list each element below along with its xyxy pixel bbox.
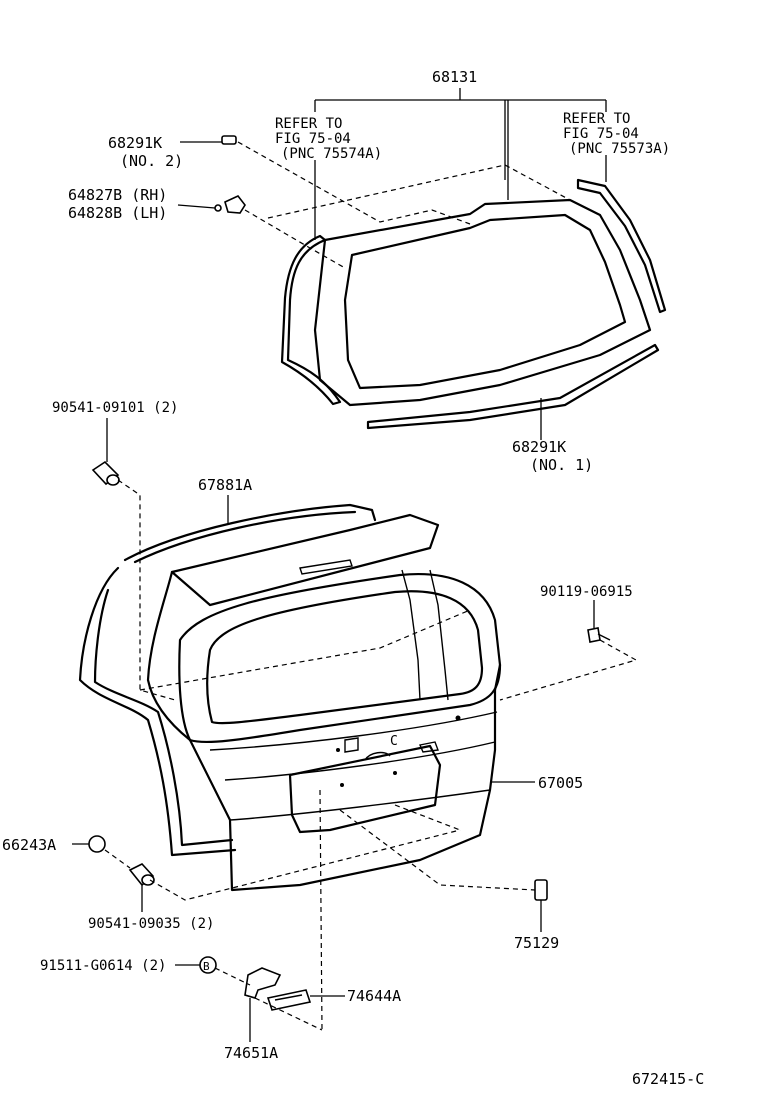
label-weatherstrip: 67881A (198, 476, 252, 494)
label-back-door-panel: 67005 (538, 774, 583, 792)
label-spacer-no2-note: (NO. 2) (120, 152, 183, 170)
back-window-glass (313, 198, 652, 407)
label-clip: 75129 (514, 934, 559, 952)
bolt-lower-part (128, 863, 155, 887)
label-screw-b: 91511-G0614 (2) (40, 958, 166, 974)
door-weatherstrip (78, 503, 377, 857)
label-refer-right-2: FIG 75-04 (563, 126, 639, 142)
label-refer-right-1: REFER TO (563, 111, 630, 127)
label-spacer-no2: 68291K (108, 134, 162, 152)
lamp-bracket-part (244, 967, 282, 999)
label-stay-lh: 64828B (LH) (68, 204, 167, 222)
label-lamp-bracket: 74651A (224, 1044, 278, 1062)
lower-glass-strip (366, 343, 660, 430)
assembly-lines (104, 141, 638, 1031)
back-door-panel: C (146, 513, 502, 892)
leader-lines (72, 88, 607, 1042)
label-68131: 68131 (432, 68, 477, 86)
bolt-upper-part (91, 460, 120, 486)
grommet-part (88, 835, 106, 853)
emblem-c-mark: C (390, 734, 398, 749)
clip-part (534, 879, 548, 901)
label-screw-b-marker: B (203, 960, 210, 973)
label-spacer-no1-note: (NO. 1) (530, 456, 593, 474)
label-refer-left-1: REFER TO (275, 116, 342, 132)
lamp-lens-part (266, 989, 312, 1011)
figure-code: 672415-C (632, 1070, 704, 1088)
label-screw: 90119-06915 (540, 584, 633, 600)
label-lamp-lens: 74644A (347, 987, 401, 1005)
stay-part (214, 195, 246, 214)
label-refer-left-3: (PNC 75574A) (281, 146, 382, 162)
label-refer-right-3: (PNC 75573A) (569, 141, 670, 157)
label-refer-left-2: FIG 75-04 (275, 131, 351, 147)
right-side-moulding (576, 178, 667, 314)
label-stay-rh: 64827B (RH) (68, 186, 167, 204)
label-spacer-no1: 68291K (512, 438, 566, 456)
labels: 68131 REFER TO FIG 75-04 (PNC 75574A) RE… (2, 68, 704, 1088)
left-side-moulding (280, 234, 342, 406)
label-bolt-lower: 90541-09035 (2) (88, 916, 214, 932)
screw-part (587, 627, 611, 643)
label-grommet: 66243A (2, 836, 56, 854)
label-bolt-upper: 90541-09101 (2) (52, 400, 178, 416)
spacer-no2-part (221, 135, 237, 145)
